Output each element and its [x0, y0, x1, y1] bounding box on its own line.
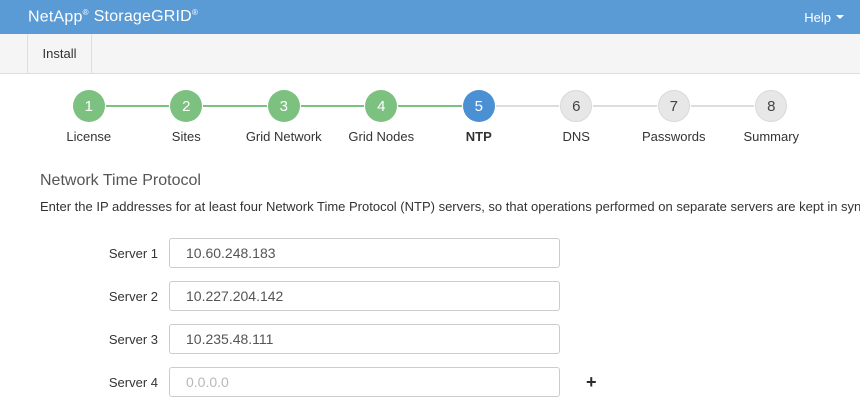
wizard-step-grid-network: 3 Grid Network	[203, 90, 333, 144]
step-label: Summary	[743, 129, 800, 144]
wizard-step-grid-nodes: 4 Grid Nodes	[300, 90, 431, 144]
registered-mark: ®	[82, 7, 89, 17]
wizard-step-dns: 6 DNS	[495, 90, 626, 144]
wizard-stepper: 1 License 2 Sites 3 Grid Network 4 Grid …	[40, 90, 820, 144]
wizard-step-license: 1 License	[40, 90, 138, 144]
step-number: 7	[669, 97, 678, 115]
wizard-step-passwords: 7 Passwords	[593, 90, 723, 144]
app-title: NetApp®StorageGRID®	[28, 8, 198, 26]
help-menu[interactable]: Help	[804, 10, 844, 25]
step-label: Passwords	[641, 129, 706, 144]
step-number: 6	[572, 97, 581, 115]
step-circle[interactable]: 1	[72, 90, 105, 122]
form-row: Server 4 +	[40, 367, 840, 397]
nav-spacer	[0, 34, 28, 73]
step-circle[interactable]: 7	[657, 90, 690, 122]
server-3-input[interactable]	[169, 324, 560, 354]
field-label: Server 3	[108, 331, 158, 347]
field-label: Server 2	[108, 288, 158, 304]
form-row: Server 2	[40, 281, 840, 311]
page-description: Enter the IP addresses for at least four…	[40, 199, 860, 214]
step-circle[interactable]: 5	[462, 90, 495, 122]
field-label: Server 4	[108, 374, 158, 390]
server-4-input[interactable]	[169, 367, 560, 397]
step-label: Grid Network	[245, 129, 322, 144]
ntp-form: Server 1 Server 2 Server 3 Server 4 +	[40, 238, 840, 397]
step-circle[interactable]: 4	[365, 90, 398, 122]
step-label: License	[66, 129, 112, 144]
step-number: 2	[182, 97, 191, 115]
step-number: 4	[377, 97, 386, 115]
app-header: NetApp®StorageGRID® Help	[0, 0, 860, 34]
step-label: NTP	[465, 129, 492, 144]
field-label: Server 1	[108, 245, 158, 261]
step-number: 1	[84, 97, 93, 115]
step-circle[interactable]: 3	[267, 90, 300, 122]
add-server-button[interactable]: +	[586, 372, 597, 392]
main-nav: Install	[0, 34, 860, 74]
help-label: Help	[804, 9, 831, 25]
step-label: Grid Nodes	[348, 129, 415, 144]
page-title: Network Time Protocol	[40, 172, 201, 189]
product-name: StorageGRID	[93, 8, 192, 26]
server-1-input[interactable]	[169, 238, 560, 268]
step-number: 8	[767, 97, 776, 115]
form-row: Server 1	[40, 238, 840, 268]
step-label: DNS	[562, 129, 590, 144]
step-circle[interactable]: 6	[560, 90, 593, 122]
server-2-input[interactable]	[169, 281, 560, 311]
caret-down-icon	[836, 15, 844, 19]
step-number: 5	[474, 97, 483, 115]
tab-install[interactable]: Install	[28, 34, 92, 73]
main-content: Network Time Protocol Enter the IP addre…	[0, 172, 860, 397]
step-label: Sites	[171, 129, 201, 144]
wizard-step-summary: 8 Summary	[690, 90, 821, 144]
wizard-step-sites: 2 Sites	[105, 90, 236, 144]
registered-mark: ®	[191, 7, 199, 17]
step-number: 3	[279, 97, 288, 115]
step-circle[interactable]: 8	[755, 90, 788, 122]
step-circle[interactable]: 2	[170, 90, 203, 122]
brand-name: NetApp	[28, 8, 83, 26]
wizard-step-ntp: 5 NTP	[398, 90, 528, 144]
form-row: Server 3	[40, 324, 840, 354]
